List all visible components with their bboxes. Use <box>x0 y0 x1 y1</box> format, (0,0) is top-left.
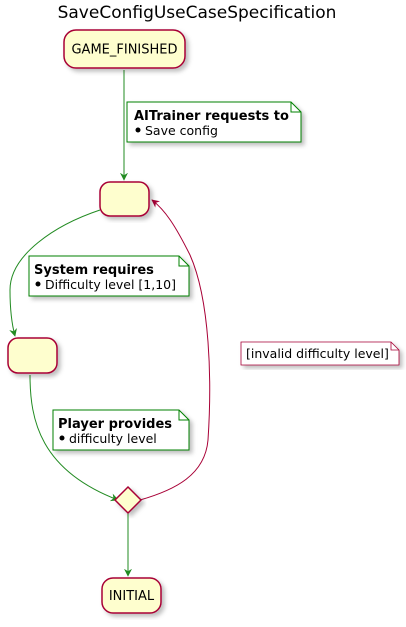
bullet-icon <box>135 127 141 133</box>
note-aitrainer: AITrainer requests to Save config <box>126 101 302 143</box>
bullet-icon <box>59 435 65 441</box>
arrow-state1-to-state2 <box>9 209 101 337</box>
note-aitrainer-title: AITrainer requests to <box>134 109 289 124</box>
note-system-title: System requires <box>34 263 154 278</box>
bullet-icon <box>35 281 41 287</box>
diagram-title: SaveConfigUseCaseSpecification <box>58 3 337 23</box>
choice-diamond <box>113 485 143 515</box>
guard-text: [invalid difficulty level] <box>246 346 389 361</box>
state-request <box>99 181 150 217</box>
state-game-finished: GAME_FINISHED <box>63 29 186 69</box>
state-initial: INITIAL <box>101 577 162 614</box>
state-require <box>7 337 58 374</box>
note-player-provides: Player provides difficulty level <box>52 409 190 451</box>
state-end-label: INITIAL <box>109 589 155 604</box>
note-aitrainer-bullet: Save config <box>145 123 218 138</box>
arrow-choice-to-state1 <box>139 199 211 501</box>
note-system-bullet: Difficulty level [1,10] <box>45 277 176 292</box>
arrow-state2-to-choice <box>29 374 119 502</box>
note-system-requires: System requires Difficulty level [1,10] <box>28 255 190 297</box>
note-player-bullet: difficulty level <box>69 431 157 446</box>
guard-label: [invalid difficulty level] <box>240 341 400 366</box>
state-start-label: GAME_FINISHED <box>71 43 177 58</box>
note-player-title: Player provides <box>58 417 172 432</box>
